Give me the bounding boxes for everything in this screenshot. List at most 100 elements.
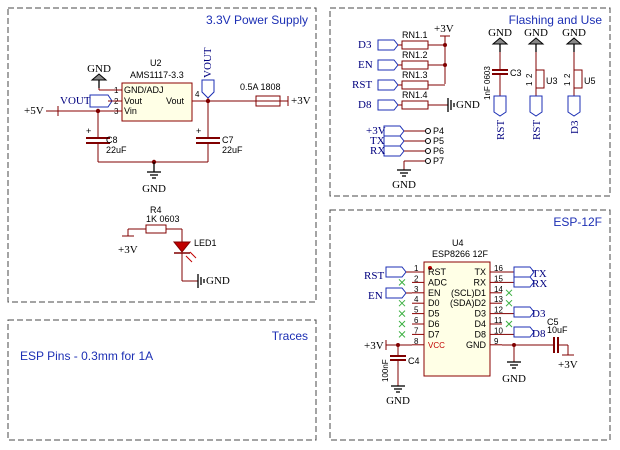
c8-value: 22uF: [106, 145, 127, 155]
esp-net-d3: D3: [532, 308, 546, 320]
plus3v-label-led: +3V: [118, 244, 138, 256]
esp-net-rst: RST: [364, 270, 384, 282]
esp-right-pin-number: 9: [494, 337, 499, 346]
c7-value: 22uF: [222, 145, 243, 155]
rn1-2-resistor: [401, 60, 429, 70]
c4-value: 100nF: [381, 359, 390, 382]
esp-module-body: [423, 261, 491, 377]
esp-left-pin-number: 8: [414, 337, 419, 346]
flashing-frame: [329, 7, 611, 197]
u3-ref: U3: [546, 76, 558, 86]
esp-right-pin-rx: RX: [473, 277, 486, 287]
plus3v-label-c5: +3V: [558, 359, 578, 371]
flash-net-rst: RST: [352, 79, 372, 91]
esp-left-pin-d5: D5: [428, 309, 440, 319]
flash-net-d3-tag: [377, 39, 399, 51]
esp-ref: U4: [452, 238, 464, 248]
flash-net-en-tag: [377, 59, 399, 71]
gnd-symbol-top: [90, 73, 108, 88]
esp-value: ESP8266 12F: [432, 249, 489, 259]
c3-capacitor-column: GND C3 1nF 0603 RST: [483, 27, 522, 140]
c7-ref: C7: [222, 135, 234, 145]
led1-ref: LED1: [194, 238, 217, 248]
u5-switch-column: GND 2 1 U5 D3: [562, 27, 595, 134]
esp-right-pin-number: 16: [494, 264, 503, 273]
plus3v-label-flash: +3V: [434, 23, 454, 35]
esp-right-pin-number: 10: [494, 326, 503, 335]
esp-right-pin-number: 11: [494, 316, 503, 325]
gnd-label-u5: GND: [562, 27, 586, 39]
svg-text:2: 2: [525, 73, 534, 78]
esp-right-pin-tx: TX: [474, 267, 486, 277]
plus3v-label-esp: +3V: [364, 340, 384, 352]
vout-label-vertical: VOUT: [202, 47, 214, 78]
esp-net-tx: TX: [532, 268, 547, 280]
power-section-title: 3.3V Power Supply: [206, 13, 308, 27]
u2-pin-vout: Vout: [124, 96, 143, 106]
svg-text:2: 2: [563, 73, 572, 78]
svg-text:1: 1: [563, 81, 572, 86]
header-net-rx: RX: [370, 145, 385, 157]
u5-switch-body: [573, 69, 583, 89]
esp-left-pin-number: 2: [414, 274, 419, 283]
gnd-label-u3: GND: [524, 27, 548, 39]
r4-resistor: [145, 224, 167, 234]
esp-right-pin-number: 12: [494, 306, 503, 315]
esp-right-pin-gnd: GND: [466, 340, 487, 350]
esp-left-pin-number: 4: [414, 295, 419, 304]
flash-section-title: Flashing and Use: [509, 13, 603, 27]
u2-pin-vout-right: Vout: [166, 96, 185, 106]
esp-left-pin-d6: D6: [428, 319, 440, 329]
r4-value: 1K 0603: [146, 214, 180, 224]
u2-regulator: [121, 82, 193, 122]
vout-label-left: VOUT: [60, 95, 91, 107]
traces-frame: [7, 319, 317, 441]
esp-left-pin-rst: RST: [428, 267, 447, 277]
esp-left-pin-d0: D0: [428, 298, 440, 308]
traces-note: ESP Pins - 0.3mm for 1A: [20, 349, 153, 363]
flashing-schematic: +3V D3 RN1.1 EN RN1.2 RST: [352, 23, 596, 191]
esp-right-pin-d3: D3: [474, 309, 486, 319]
esp-right-pin-number: 13: [494, 295, 503, 304]
gnd-label-c3: GND: [488, 27, 512, 39]
u2-pin-number-4: 4: [195, 90, 200, 99]
programming-header: +3V TX RX GND P4 P5 P6 P7: [366, 125, 444, 191]
c5-value: 10uF: [547, 325, 568, 335]
flash-net-d8: D8: [358, 99, 372, 111]
led1-diode: [172, 241, 192, 253]
svg-text:+: +: [196, 126, 201, 136]
esp-right-pin-scld1: (SCL)D1: [451, 288, 486, 298]
esp-right-pin-sdad2: (SDA)D2: [450, 298, 486, 308]
svg-text:1: 1: [525, 81, 534, 86]
header-pin-p6: P6: [433, 146, 444, 156]
esp-left-pin-d7: D7: [428, 329, 440, 339]
header-pin-p7: P7: [433, 156, 444, 166]
u3-net-rst: RST: [531, 120, 543, 140]
rn1-rows: D3 RN1.1 EN RN1.2 RST RN1.3 D8: [352, 30, 480, 112]
u3-switch-column: GND 2 1 U3 RST: [524, 27, 557, 140]
rn1-4-resistor: [401, 100, 429, 110]
c8-ref: C8: [106, 135, 118, 145]
c3-value: 1nF 0603: [483, 66, 492, 100]
esp-frame: [329, 209, 611, 441]
esp-right-pin-d8: D8: [474, 329, 486, 339]
power-supply-frame: [7, 7, 317, 303]
u2-pin-gnd: GND/ADJ: [124, 85, 164, 95]
esp-left-pin-number: 7: [414, 326, 419, 335]
esp-net-d8: D8: [532, 328, 546, 340]
esp-net-rx: RX: [532, 278, 547, 290]
r4-ref: R4: [150, 205, 162, 215]
u3-switch-body: [535, 69, 545, 89]
esp12f-schematic: U4 ESP8266 12F RST1ADC2EN3D04D55D66D77VC…: [364, 238, 578, 407]
esp-left-pin-en: EN: [428, 288, 441, 298]
esp-left-pin-vcc: VCC: [428, 341, 445, 350]
header-net-3v: +3V: [366, 125, 386, 137]
header-pin-p4: P4: [433, 126, 444, 136]
c3-net-rst: RST: [495, 120, 507, 140]
header-net-tx: TX: [370, 135, 385, 147]
u5-ref: U5: [584, 76, 596, 86]
gnd-label-power: GND: [142, 183, 166, 195]
u2-pin-vin: Vin: [124, 106, 137, 116]
